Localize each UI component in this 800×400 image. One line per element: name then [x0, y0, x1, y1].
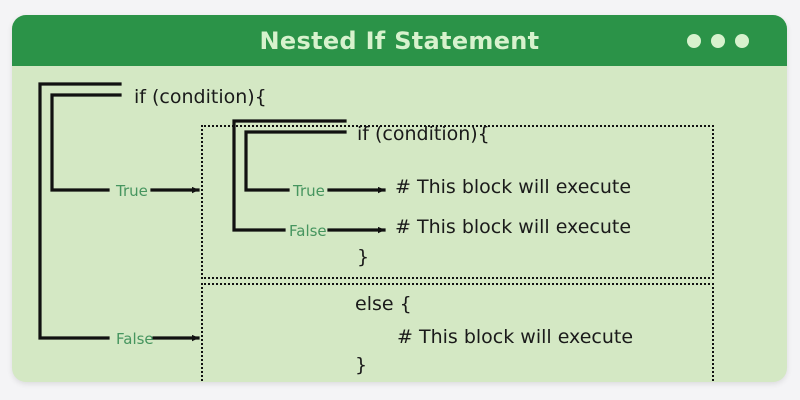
- inner-true-label: True: [293, 182, 325, 200]
- flowchart-connectors: [38, 82, 386, 342]
- outer-bracket: [38, 82, 122, 340]
- inner-false-code-text: # This block will execute: [395, 216, 632, 238]
- inner-close-brace-text: }: [357, 246, 370, 268]
- outer-if-condition-text: if (condition){: [134, 86, 267, 108]
- outer-true-label: True: [116, 182, 148, 200]
- inner-bracket: [232, 119, 347, 232]
- inner-if-condition-text: if (condition){: [357, 123, 490, 145]
- inner-true-code-text: # This block will execute: [395, 176, 632, 198]
- card-header: Nested If Statement: [12, 15, 787, 66]
- window-controls: [687, 33, 749, 48]
- true-branch-block: [201, 125, 714, 279]
- inner-false-label: False: [289, 222, 327, 240]
- else-keyword-text: else {: [355, 293, 412, 315]
- flowchart-card: Nested If Statement: [12, 15, 787, 382]
- window-dot-1-icon[interactable]: [687, 33, 701, 48]
- else-code-text: # This block will execute: [397, 326, 634, 348]
- false-branch-block: [201, 283, 714, 382]
- page-title: Nested If Statement: [259, 26, 540, 55]
- else-close-brace-text: }: [355, 354, 368, 376]
- window-dot-2-icon[interactable]: [711, 33, 725, 48]
- outer-false-label: False: [116, 330, 154, 348]
- flowchart-body: if (condition){ True False if (condition…: [12, 66, 787, 382]
- window-dot-3-icon[interactable]: [735, 33, 749, 48]
